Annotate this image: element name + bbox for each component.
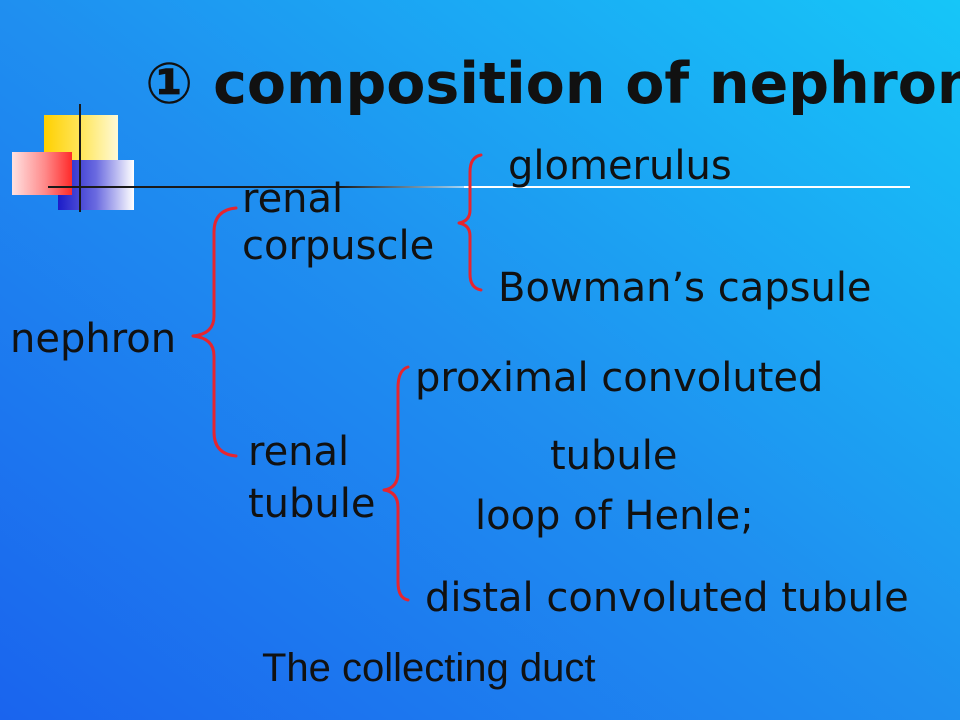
renal-tubule-label-line1: renal	[248, 429, 350, 475]
glomerulus-label: glomerulus	[508, 143, 732, 189]
bowmans-capsule-label: Bowman’s capsule	[498, 265, 872, 311]
proximal-convoluted-tubule-label-line2: tubule	[550, 433, 678, 479]
decor-red-square	[12, 152, 72, 195]
nephron-brace	[191, 206, 238, 458]
loop-of-henle-label: loop of Henle;	[475, 493, 754, 539]
renal-tubule-brace	[382, 365, 410, 602]
renal-tubule-label-line2: tubule	[248, 481, 376, 527]
proximal-convoluted-tubule-label-line1: proximal convoluted	[415, 355, 824, 401]
decor-vertical-line	[79, 104, 81, 212]
distal-convoluted-tubule-label: distal convoluted tubule	[425, 575, 909, 621]
nephron-label: nephron	[10, 316, 177, 362]
renal-corpuscle-label-line1: renal	[242, 176, 344, 222]
renal-corpuscle-brace	[457, 153, 483, 292]
collecting-duct-label: The collecting duct	[262, 646, 596, 690]
slide-title: ① composition of nephron	[145, 51, 960, 117]
title-divider-line-dark	[48, 186, 464, 188]
title-divider-line-light	[464, 186, 910, 188]
renal-corpuscle-label-line2: corpuscle	[242, 223, 435, 269]
